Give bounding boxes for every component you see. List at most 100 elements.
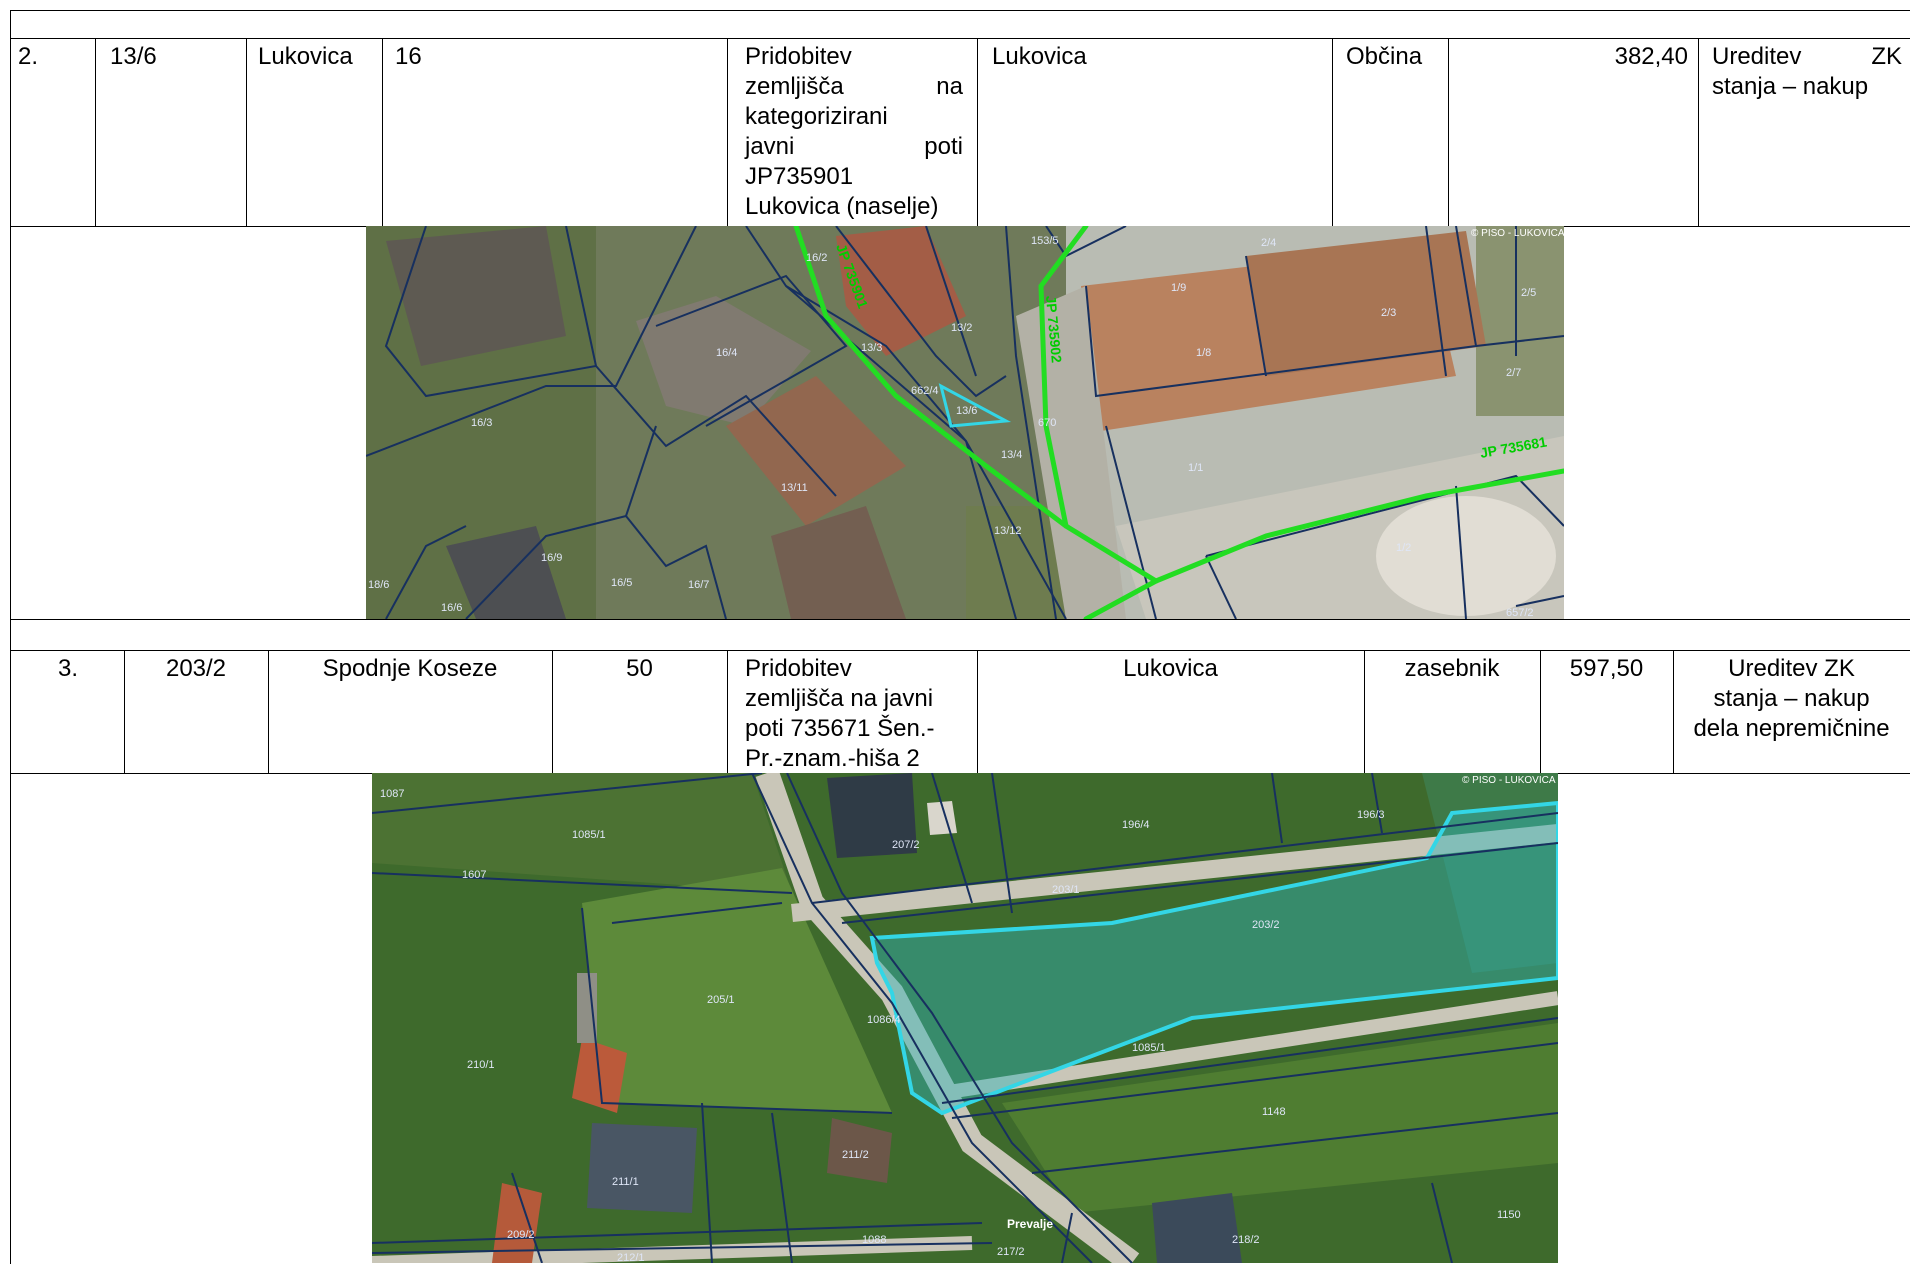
description-line: JP735901 (745, 163, 854, 190)
note: Ureditev ZK stanja – nakup (1712, 42, 1902, 102)
area: 597,50 (1569, 655, 1644, 682)
description-line: Pr.-znam.-hiša 2 (745, 745, 920, 772)
rule (246, 38, 247, 226)
parcel-label: 670 (1038, 417, 1056, 429)
parcel-label: 1087 (380, 788, 404, 800)
parcel-label: 153/5 (1031, 235, 1059, 247)
rule (124, 650, 125, 773)
roof (771, 506, 906, 619)
parcel-label: 210/1 (467, 1059, 495, 1071)
rule (552, 650, 553, 773)
parcel-label: 16/2 (806, 252, 827, 264)
rule (10, 38, 1910, 39)
parcel-label: 1607 (462, 869, 486, 881)
note-line: stanja – nakup (1712, 73, 1869, 100)
rule (977, 650, 978, 773)
cadastral-map-1: JP 735901 JP 735902 JP 735681 16/2 153/5… (366, 226, 1564, 619)
parcel-label: 13/12 (994, 525, 1022, 537)
note-line: Ureditev ZK (1712, 43, 1902, 70)
rule (382, 38, 383, 226)
roof (446, 526, 566, 619)
map-1-svg: JP 735901 JP 735902 JP 735681 16/2 153/5… (366, 226, 1564, 619)
note-line: dela nepremičnine (1693, 715, 1890, 742)
cadastral-community-id: 16 (395, 43, 422, 70)
place-label: Prevalje (1007, 1217, 1053, 1231)
parcel-label: 1/2 (1396, 542, 1411, 554)
parcel-label: 209/2 (507, 1229, 535, 1241)
parcel-label: 2/3 (1381, 307, 1396, 319)
parcel-number: 13/6 (110, 43, 157, 70)
rule (1540, 650, 1541, 773)
parcel-label: 203/1 (1052, 884, 1080, 896)
roof (386, 226, 566, 366)
description-line: Pridobitev (745, 43, 852, 70)
rule (268, 650, 269, 773)
parcel-label: 1085/1 (572, 829, 606, 841)
parcel-label: 16/5 (611, 577, 632, 589)
row-number: 2. (18, 43, 39, 70)
parcel-label: 13/6 (956, 405, 977, 417)
map-watermark: © PISO - LUKOVICA (1471, 228, 1564, 239)
rule (727, 38, 728, 226)
parcel-label: 1085/1 (1132, 1042, 1166, 1054)
note: Ureditev ZK stanja – nakup dela nepremič… (1673, 654, 1910, 744)
cadastral-community: Spodnje Koseze (322, 655, 498, 682)
rule (1448, 38, 1449, 226)
map-2-svg: 1087 1085/1 207/2 196/4 196/3 1607 203/1… (372, 773, 1558, 1263)
area: 382,40 (1614, 43, 1688, 70)
parcel-label: 1086/4 (867, 1014, 901, 1026)
rule (1673, 650, 1674, 773)
parcel-label: 16/4 (716, 347, 737, 359)
highlighted-parcel (869, 800, 1558, 1116)
parcel-label: 2/5 (1521, 287, 1536, 299)
roof (1246, 231, 1486, 376)
parcel-label: 2/7 (1506, 367, 1521, 379)
parcel-label: 13/2 (951, 322, 972, 334)
description-line: Lukovica (naselje) (745, 193, 939, 220)
rule (10, 650, 1910, 651)
description-line: kategorizirani (745, 103, 888, 130)
parcel-label: 662/4 (911, 385, 939, 397)
road-label: JP 735902 (1043, 295, 1065, 364)
owner: zasebnik (1404, 655, 1500, 682)
note-line: stanja – nakup (1713, 685, 1870, 712)
parcel-label: 196/3 (1357, 809, 1385, 821)
parcel-label: 2/4 (1261, 237, 1276, 249)
note-line: Ureditev ZK (1728, 655, 1855, 682)
parcel-label: 13/3 (861, 342, 882, 354)
parcel-label: 16/6 (441, 602, 462, 614)
roof (827, 1118, 892, 1183)
roof (726, 376, 906, 526)
rule (1698, 38, 1699, 226)
rule (977, 38, 978, 226)
description-line: javni poti (745, 133, 963, 160)
description-line: zemljišča na (745, 73, 963, 100)
rule (10, 619, 1910, 620)
parcel-label: 657/2 (1506, 607, 1534, 619)
parcel-label: 205/1 (707, 994, 735, 1006)
cadastral-community-id: 50 (626, 655, 653, 682)
rule (1364, 650, 1365, 773)
rule (95, 38, 96, 226)
municipality: Lukovica (1123, 655, 1218, 682)
parcel-label: 207/2 (892, 839, 920, 851)
parcel-label: 1/8 (1196, 347, 1211, 359)
roof (587, 1123, 697, 1213)
description-line: Pridobitev (745, 655, 852, 682)
rule (1332, 38, 1333, 226)
table-frame (10, 10, 1910, 1264)
roof (492, 1183, 542, 1263)
parcel-label: 16/3 (471, 417, 492, 429)
parcel-label: 218/2 (1232, 1234, 1260, 1246)
parcel-label: 212/1 (617, 1252, 645, 1263)
parcel-label: 1/9 (1171, 282, 1186, 294)
roof (1152, 1193, 1242, 1263)
parcel-label: 217/2 (997, 1246, 1025, 1258)
description: Pridobitev zemljišča na kategorizirani j… (745, 42, 963, 222)
roof (577, 973, 597, 1043)
parcel-label: 16/9 (541, 552, 562, 564)
roof (636, 296, 811, 426)
parcel-label: 1150 (1497, 1209, 1521, 1221)
cadastral-community: Lukovica (258, 43, 353, 70)
owner: Občina (1346, 43, 1423, 70)
